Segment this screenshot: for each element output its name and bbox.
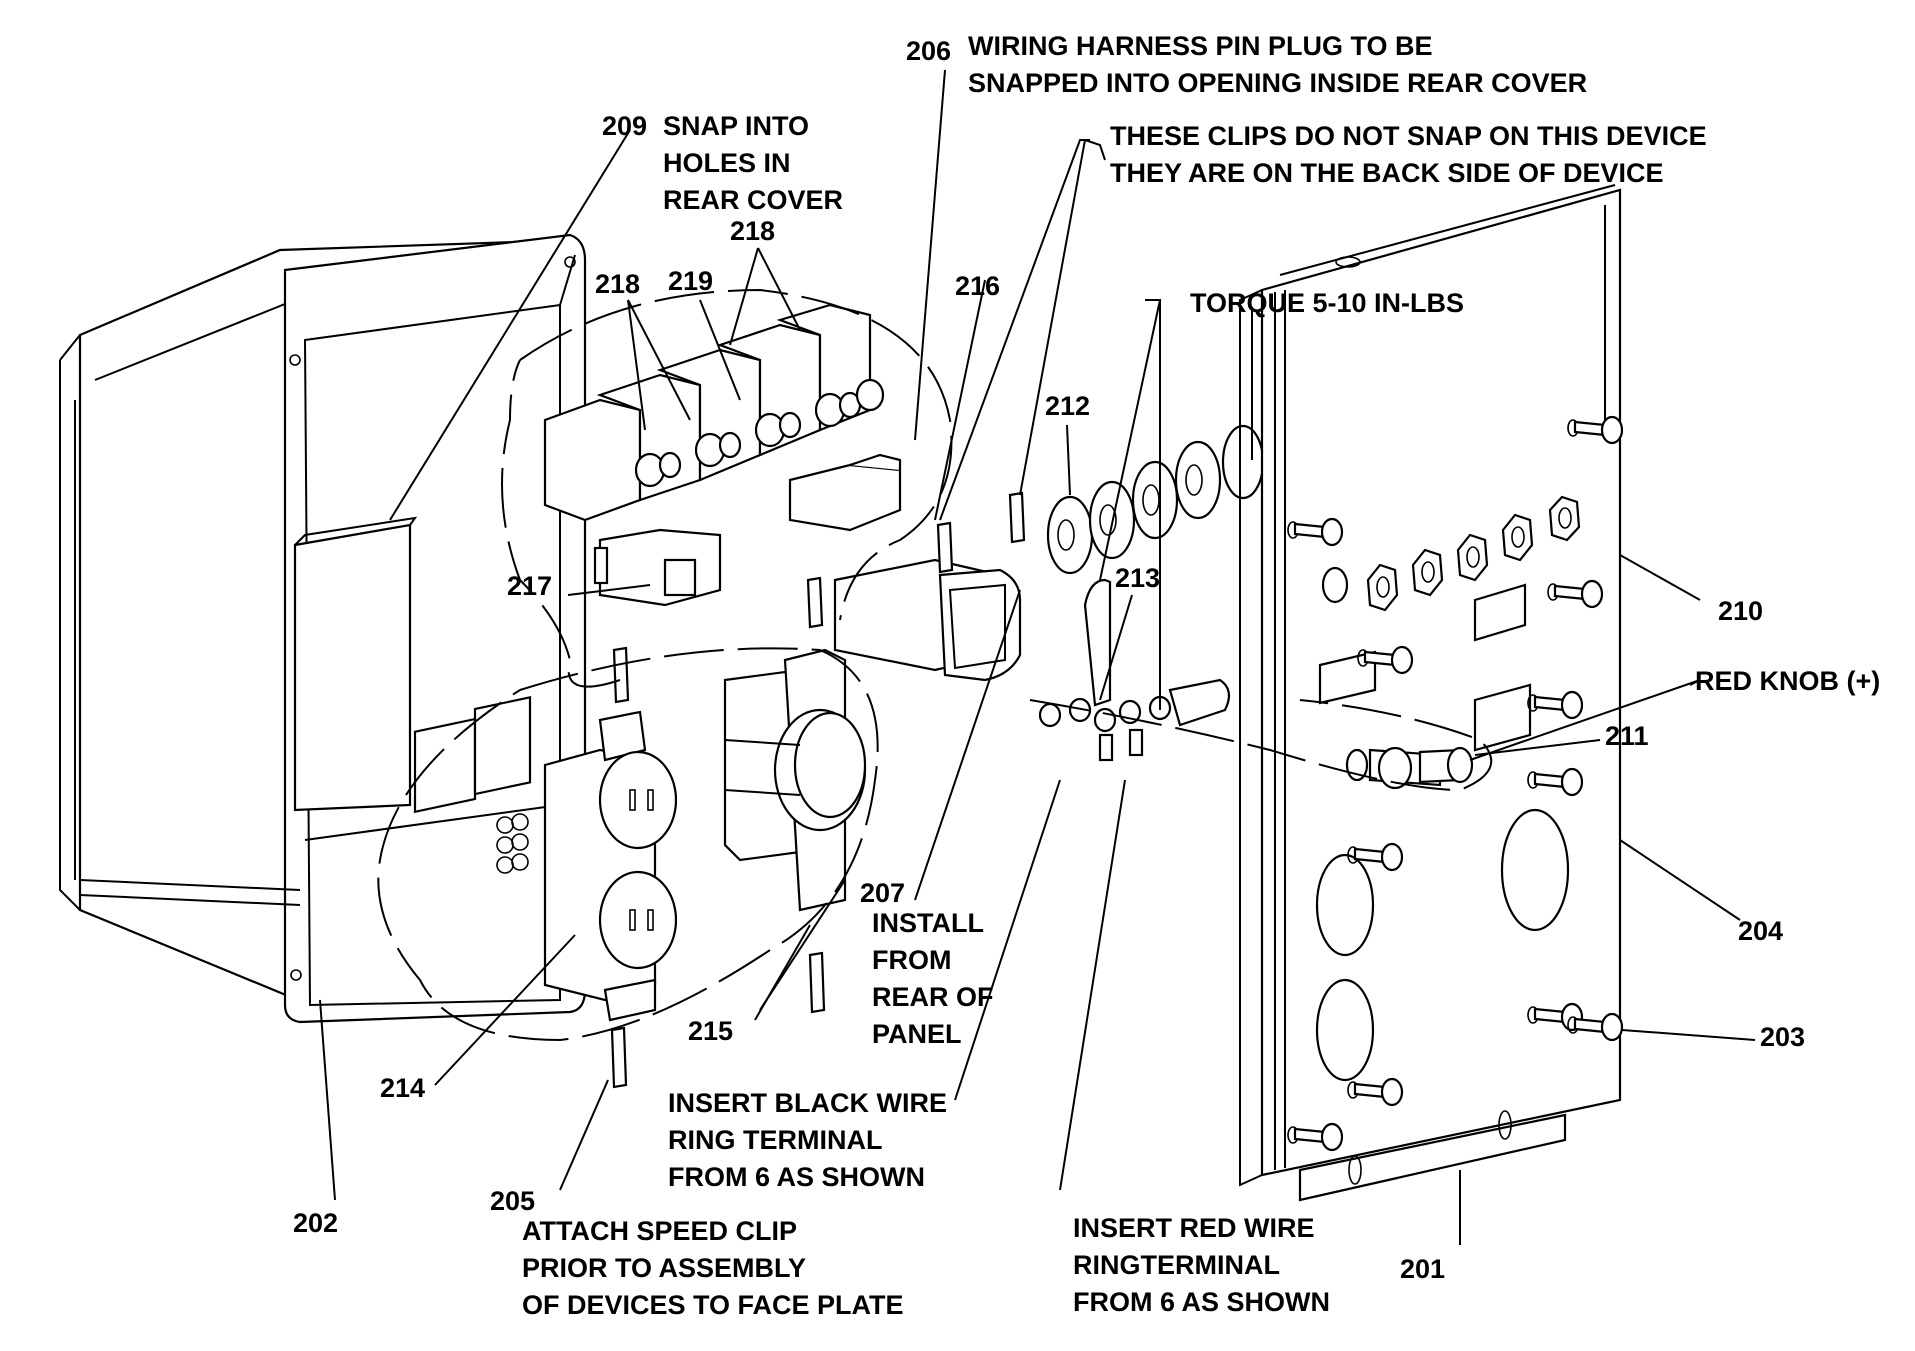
switch-216 <box>788 453 902 532</box>
switch-217 <box>593 528 722 607</box>
callout-207-line-4: PANEL <box>872 1019 962 1049</box>
callout-206: 206 WIRING HARNESS PIN PLUG TO BE SNAPPE… <box>906 31 1587 98</box>
part-number-217: 217 <box>507 571 552 601</box>
callout-red-knob: RED KNOB (+) <box>1695 666 1880 696</box>
twist-lock-receptacle-215 <box>723 648 867 912</box>
callout-209-line-1: SNAP INTO <box>663 111 809 141</box>
part-number-202: 202 <box>293 1208 338 1238</box>
part-number-215: 215 <box>688 1016 733 1046</box>
part-number-218-left: 218 <box>595 269 640 299</box>
receptacle-group-outline <box>377 647 879 1042</box>
part-number-205: 205 <box>490 1186 535 1216</box>
part-number-216: 216 <box>955 271 1000 301</box>
callout-206-line-1: WIRING HARNESS PIN PLUG TO BE <box>968 31 1433 61</box>
callout-black-wire: INSERT BLACK WIRE RING TERMINAL FROM 6 A… <box>668 1088 947 1192</box>
part-number-212: 212 <box>1045 391 1090 421</box>
callout-209-line-2: HOLES IN <box>663 148 791 178</box>
part-number-209: 209 <box>602 111 647 141</box>
callout-207-line-2: FROM <box>872 945 951 975</box>
callout-209: 209 SNAP INTO HOLES IN REAR COVER <box>602 111 843 215</box>
callout-207-line-3: REAR OF <box>872 982 994 1012</box>
switch-breakers-218-219 <box>543 303 885 522</box>
callout-207: 207 INSTALL FROM REAR OF PANEL <box>860 878 994 1049</box>
face-plate-201 <box>1029 184 1622 1202</box>
callout-205-line-3: OF DEVICES TO FACE PLATE <box>522 1290 904 1320</box>
black-wire-line-3: FROM 6 AS SHOWN <box>668 1162 925 1192</box>
callout-205: 205 ATTACH SPEED CLIP PRIOR TO ASSEMBLY … <box>490 1186 904 1320</box>
part-number-207: 207 <box>860 878 905 908</box>
callout-209-line-3: REAR COVER <box>663 185 843 215</box>
clips-note-line-2: THEY ARE ON THE BACK SIDE OF DEVICE <box>1110 158 1664 188</box>
callout-red-wire: INSERT RED WIRE RINGTERMINAL FROM 6 AS S… <box>1073 1213 1330 1317</box>
red-knob-label: RED KNOB (+) <box>1695 666 1880 696</box>
part-number-204: 204 <box>1738 916 1783 946</box>
part-number-201: 201 <box>1400 1254 1445 1284</box>
red-wire-line-3: FROM 6 AS SHOWN <box>1073 1287 1330 1317</box>
washers-212 <box>1046 424 1265 575</box>
clips-note-line-1: THESE CLIPS DO NOT SNAP ON THIS DEVICE <box>1110 121 1707 151</box>
part-number-210: 210 <box>1718 596 1763 626</box>
callout-205-line-2: PRIOR TO ASSEMBLY <box>522 1253 806 1283</box>
speed-clips-205 <box>610 491 1026 1089</box>
callout-205-line-1: ATTACH SPEED CLIP <box>522 1216 797 1246</box>
red-wire-line-1: INSERT RED WIRE <box>1073 1213 1315 1243</box>
screws-203-204 <box>1287 415 1624 1152</box>
black-wire-line-2: RING TERMINAL <box>668 1125 882 1155</box>
device-group-outline <box>501 288 953 688</box>
terminal-block-207 <box>833 558 1022 682</box>
part-number-211: 211 <box>1605 721 1649 751</box>
part-number-214: 214 <box>380 1073 425 1103</box>
part-number-203: 203 <box>1760 1022 1805 1052</box>
part-number-206: 206 <box>906 36 951 66</box>
part-number-213: 213 <box>1115 563 1160 593</box>
leader-lines <box>319 69 1756 1245</box>
wiring-harness-plug <box>413 696 532 874</box>
part-number-219: 219 <box>668 266 713 296</box>
callout-206-line-2: SNAPPED INTO OPENING INSIDE REAR COVER <box>968 68 1587 98</box>
part-number-218-upper: 218 <box>730 216 775 246</box>
callout-clips-note: THESE CLIPS DO NOT SNAP ON THIS DEVICE T… <box>1110 121 1707 188</box>
rear-cover-enclosure <box>59 233 587 1024</box>
callout-207-line-1: INSTALL <box>872 908 984 938</box>
torque-note-text: TORQUE 5-10 IN-LBS <box>1190 288 1464 318</box>
red-wire-line-2: RINGTERMINAL <box>1073 1250 1280 1280</box>
black-wire-line-1: INSERT BLACK WIRE <box>668 1088 947 1118</box>
callout-torque-note: TORQUE 5-10 IN-LBS <box>1190 288 1464 318</box>
